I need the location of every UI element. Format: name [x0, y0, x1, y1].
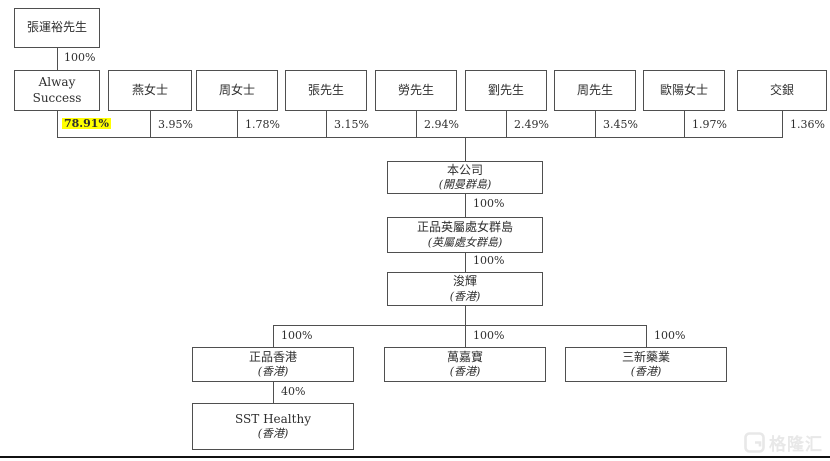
connector-line	[465, 306, 466, 325]
bottom-divider	[0, 456, 830, 458]
connector-line	[465, 253, 466, 272]
ownership-label: 3.95%	[158, 118, 193, 131]
gelonghui-logo-icon	[744, 432, 765, 453]
connector-line	[273, 325, 274, 347]
connector-line	[465, 137, 466, 161]
connector-line	[595, 111, 596, 137]
connector-line	[465, 194, 466, 217]
ownership-label: 1.97%	[692, 118, 727, 131]
watermark-text: 格隆汇	[769, 435, 823, 455]
connector-line	[684, 111, 685, 137]
box-mr-zhang: 張先生	[285, 70, 367, 111]
box-ms-yan: 燕女士	[108, 70, 192, 111]
ownership-label: 1.78%	[245, 118, 280, 131]
connector-line	[57, 111, 58, 137]
company-name: 正品香港	[248, 349, 297, 364]
connector-line	[273, 382, 274, 403]
ownership-label: 2.94%	[424, 118, 459, 131]
connector-line	[273, 325, 646, 326]
shareholder-name: 劉先生	[487, 82, 524, 97]
company-name: SST Healthy	[235, 411, 311, 426]
ownership-label-highlighted: 78.91%	[62, 117, 111, 130]
box-sanxin-pharma: 三新藥業 (香港)	[565, 347, 727, 382]
company-jurisdiction: (開曼群島)	[438, 178, 492, 192]
shareholder-name: 歐陽女士	[659, 82, 708, 97]
company-jurisdiction: (英屬處女群島)	[427, 235, 503, 249]
ownership-label: 100%	[281, 329, 313, 342]
box-mr-liu: 劉先生	[465, 70, 547, 111]
box-sst-healthy: SST Healthy (香港)	[192, 403, 354, 450]
company-jurisdiction: (香港)	[449, 365, 481, 379]
connector-line	[326, 111, 327, 137]
connector-line	[237, 111, 238, 137]
box-ultimate-owner: 張運裕先生	[14, 8, 100, 48]
box-mr-lao: 勞先生	[375, 70, 457, 111]
connector-line	[646, 325, 647, 347]
shareholder-name: 勞先生	[397, 82, 434, 97]
ownership-label: 3.15%	[334, 118, 369, 131]
box-zhengpin-hk: 正品香港 (香港)	[192, 347, 354, 382]
ownership-label: 100%	[473, 254, 505, 267]
company-jurisdiction: (香港)	[257, 365, 289, 379]
owner-name: 張運裕先生	[26, 20, 87, 35]
connector-line	[150, 111, 151, 137]
company-jurisdiction: (香港)	[630, 365, 662, 379]
box-bocom: 交銀	[737, 70, 827, 111]
company-name: 浚輝	[452, 274, 477, 289]
company-jurisdiction: (香港)	[257, 427, 289, 441]
ownership-label: 2.49%	[514, 118, 549, 131]
box-wanjiabao: 萬嘉寶 (香港)	[384, 347, 546, 382]
shareholder-name: 交銀	[769, 82, 794, 97]
connector-line	[465, 325, 466, 347]
ownership-label: 3.45%	[603, 118, 638, 131]
box-zhengpin-bvi: 正品英屬處女群島 (英屬處女群島)	[387, 217, 543, 253]
ownership-label: 100%	[473, 197, 505, 210]
ownership-label: 40%	[281, 385, 306, 398]
box-junhui-hk: 浚輝 (香港)	[387, 272, 543, 306]
shareholder-name: 張先生	[307, 82, 344, 97]
shareholder-name: Alway Success	[32, 74, 82, 105]
box-ms-ouyang: 歐陽女士	[643, 70, 725, 111]
ownership-label: 100%	[654, 329, 686, 342]
company-jurisdiction: (香港)	[449, 289, 481, 303]
company-name: 正品英屬處女群島	[416, 220, 513, 235]
ownership-label: 1.36%	[790, 118, 825, 131]
connector-line	[416, 111, 417, 137]
box-ms-zhou: 周女士	[196, 70, 278, 111]
company-name: 本公司	[446, 162, 483, 177]
gelonghui-watermark: 格隆汇	[744, 430, 823, 455]
ownership-label: 100%	[64, 51, 96, 64]
box-the-company: 本公司 (開曼群島)	[387, 161, 543, 194]
connector-line	[782, 111, 783, 137]
connector-line	[57, 48, 58, 70]
company-name: 萬嘉寶	[446, 349, 483, 364]
shareholder-name: 周先生	[576, 82, 613, 97]
box-alway-success: Alway Success	[14, 70, 100, 111]
company-name: 三新藥業	[621, 349, 670, 364]
connector-line	[506, 111, 507, 137]
shareholder-name: 燕女士	[131, 82, 168, 97]
connector-line	[57, 137, 783, 138]
ownership-label: 100%	[473, 329, 505, 342]
shareholder-name: 周女士	[218, 82, 255, 97]
box-mr-zhou: 周先生	[554, 70, 636, 111]
